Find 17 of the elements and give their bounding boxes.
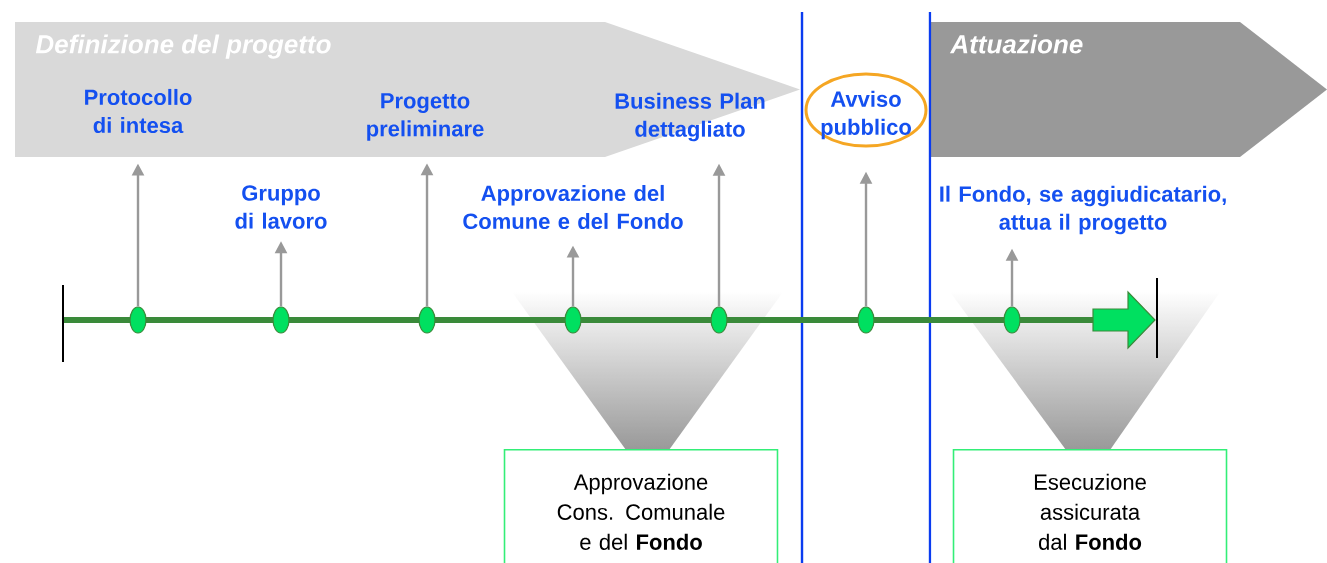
milestone-marker — [710, 306, 728, 334]
milestone-label: Approvazione del Comune e del Fondo — [463, 184, 683, 230]
milestone-marker — [129, 306, 147, 334]
milestone-marker — [418, 306, 436, 334]
milestone-label: Progetto preliminare — [367, 93, 484, 141]
milestone-marker — [1003, 306, 1021, 334]
note-box: Esecuzione assicurata dal Fondo — [952, 449, 1228, 563]
milestone-marker — [272, 306, 290, 334]
note-box: Approvazione Cons. Comunale e del Fondo — [503, 449, 779, 563]
milestone-label: Business Plan dettagliato — [615, 92, 765, 142]
milestone-label: Avviso pubblico — [821, 90, 911, 140]
milestone-label: Il Fondo, se aggiudicatario, attua il progetto — [940, 185, 1226, 235]
phase-band: Attuazione — [930, 22, 1327, 157]
milestone-marker — [564, 306, 582, 334]
milestone-marker — [857, 306, 875, 334]
milestone-label: Protocollo di intesa — [85, 88, 192, 134]
milestone-label: Gruppo di lavoro — [235, 185, 327, 229]
